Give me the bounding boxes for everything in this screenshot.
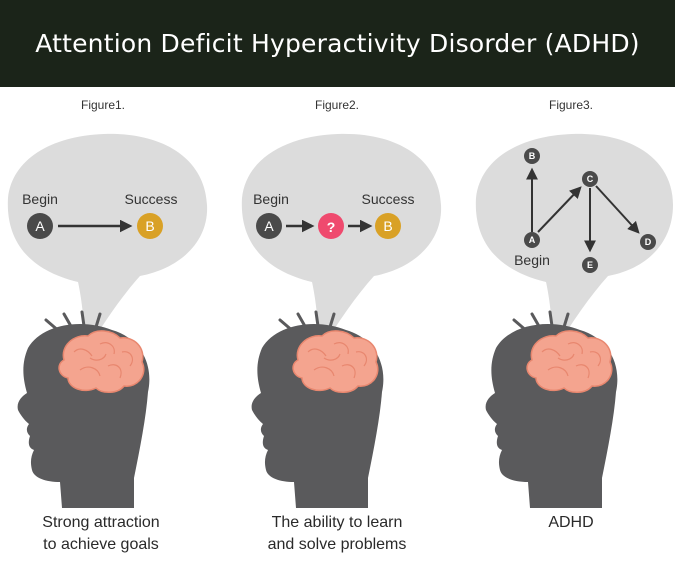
figure-2-node-question [318,213,344,239]
figure-3-node-d-label: D [645,237,652,247]
figure-3-begin-label: Begin [514,252,550,268]
figure-3-brain-folds [541,342,602,379]
page-title: Attention Deficit Hyperactivity Disorder… [35,29,640,58]
figure-1-success-label: Success [125,191,178,207]
figure-1-hair-strands [44,310,102,334]
diagram-canvas: Figure1. Begin Success A B Strong attrac… [7,98,673,553]
figure-2-node-b [375,213,401,239]
figure-2-node-a-label: A [264,218,274,234]
figure-1-caption-line-2: to achieve goals [43,536,159,553]
figure-2-node-a [256,213,282,239]
figure-3-arrow-a-to-c [537,186,582,233]
figure-1: Figure1. Begin Success A B Strong attrac… [7,98,208,553]
figure-2-caption-line-1: The ability to learn [272,514,403,531]
figure-3-node-b [524,148,540,164]
figure-2-hair-strands [278,310,336,334]
figure-1-node-b-label: B [145,218,154,234]
figure-3-node-a-label: A [529,235,536,245]
figure-2-node-b-label: B [383,218,392,234]
figure-2-begin-label: Begin [253,191,289,207]
figure-1-node-a [27,213,53,239]
figure-3-label: Figure3. [549,98,593,112]
figure-3-thought-bubble [475,133,673,352]
figure-3-arrow-c-to-d [595,185,640,234]
figure-3-hair-strands [512,310,570,334]
figure-2-brain-folds [307,342,368,379]
figure-3-node-c [582,171,598,187]
figure-1-brain-folds [73,342,134,379]
figure-2-caption-line-2: and solve problems [268,536,407,553]
figure-1-begin-label: Begin [22,191,58,207]
figure-3-node-c-label: C [587,174,594,184]
figure-1-label: Figure1. [81,98,125,112]
figure-3-node-b-label: B [529,151,536,161]
figure-1-caption-line-1: Strong attraction [42,514,159,531]
figure-3-node-e [582,257,598,273]
figure-3-node-d [640,234,656,250]
figure-3-node-a [524,232,540,248]
figure-2-success-label: Success [362,191,415,207]
figure-3-brain [526,330,613,393]
figure-2-thought-bubble [241,133,442,352]
figure-1-node-b [137,213,163,239]
figure-1-thought-bubble [7,133,208,352]
figure-2: Figure2. Begin Success A ? B The ability… [241,98,442,553]
header-bar: Attention Deficit Hyperactivity Disorder… [0,0,675,87]
figure-3: Figure3. B C A D E Begin ADHD [475,98,673,531]
figure-1-node-a-label: A [35,218,45,234]
figure-2-label: Figure2. [315,98,359,112]
figure-1-brain [58,330,145,393]
figure-2-brain [292,330,379,393]
figure-3-caption: ADHD [548,514,593,531]
figure-2-node-question-label: ? [327,219,336,235]
figure-3-node-e-label: E [587,260,593,270]
